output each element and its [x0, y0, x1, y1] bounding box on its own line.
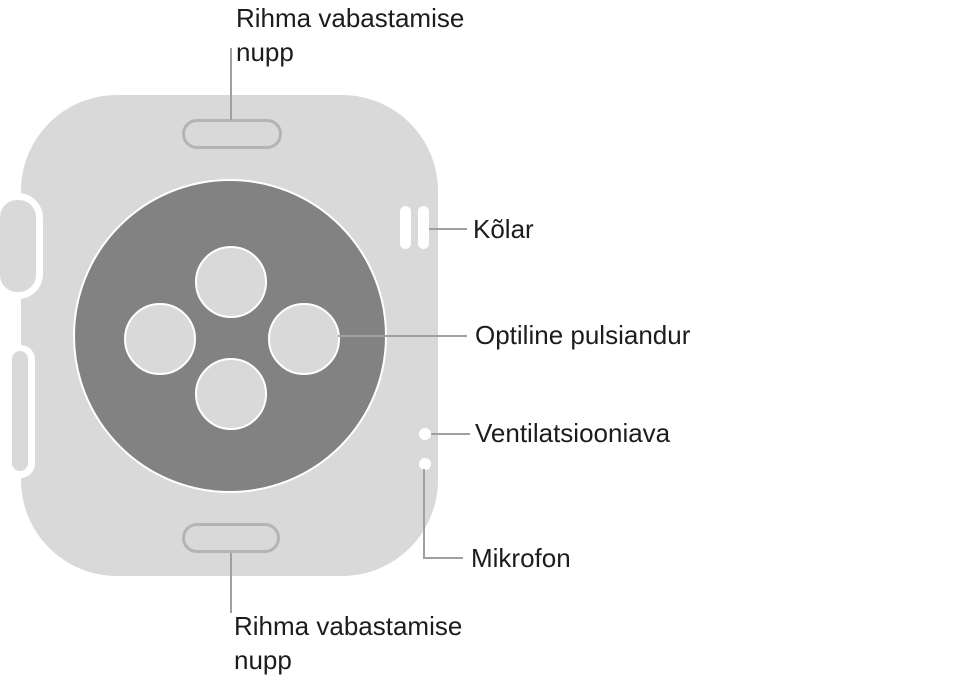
callout-line-optical-sensor: [338, 335, 467, 337]
sensor-lens-bottom: [195, 358, 267, 430]
label-band-release-top-line2: nupp: [236, 37, 294, 67]
side-button-back: [12, 351, 28, 471]
callout-line-microphone-vertical: [423, 469, 425, 559]
band-release-button-bottom: [182, 523, 280, 553]
callout-line-microphone-horizontal: [423, 557, 463, 559]
label-band-release-top-line1: Rihma vabastamise: [236, 3, 465, 33]
speaker-slot: [400, 206, 411, 249]
band-release-button-top: [182, 119, 282, 149]
callout-line-band-release-bottom: [230, 553, 232, 613]
microphone-hole: [419, 458, 431, 470]
label-band-release-top: Rihma vabastamise nupp: [236, 1, 464, 69]
label-band-release-bottom-line2: nupp: [234, 645, 292, 675]
label-vent: Ventilatsiooniava: [475, 418, 671, 448]
label-speaker: Kõlar: [473, 214, 534, 244]
callout-line-speaker: [429, 228, 467, 230]
label-band-release-bottom: Rihma vabastamise nupp: [234, 609, 462, 677]
callout-line-vent: [431, 433, 470, 435]
label-microphone: Mikrofon: [471, 543, 571, 573]
label-optical-sensor: Optiline pulsiandur: [475, 320, 691, 350]
label-band-release-bottom-line1: Rihma vabastamise: [234, 611, 463, 641]
sensor-lens-left: [124, 303, 196, 375]
sensor-lens-top: [195, 246, 267, 318]
vent-hole: [419, 428, 431, 440]
speaker-slot: [418, 206, 429, 249]
callout-line-band-release-top: [230, 48, 232, 120]
sensor-lens-right: [268, 303, 340, 375]
digital-crown-back: [0, 200, 36, 292]
